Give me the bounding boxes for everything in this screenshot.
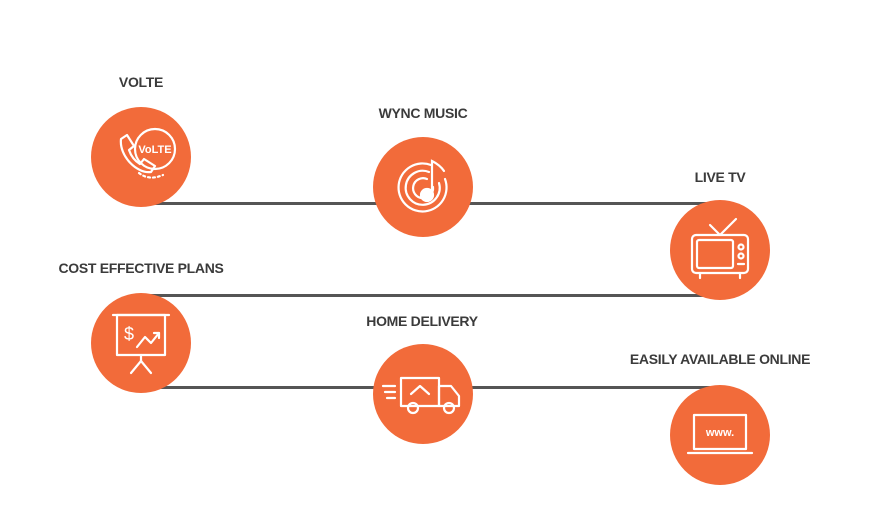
- feature-label-home-delivery: HOME DELIVERY: [366, 313, 478, 329]
- feature-circle-cost-effective-plans: $: [91, 293, 191, 393]
- volte-phone-icon: VoLTE: [119, 127, 177, 179]
- www-laptop-icon: www.: [686, 413, 754, 455]
- feature-circle-easily-available-online: www.: [670, 385, 770, 485]
- feature-label-wync-music: WYNC MUSIC: [378, 105, 468, 121]
- feature-label-live-tv: LIVE TV: [694, 169, 746, 185]
- feature-circle-home-delivery: [373, 344, 473, 444]
- tv-icon: [690, 217, 750, 280]
- www-text: www.: [705, 427, 734, 439]
- dollar-sign-text: $: [124, 324, 134, 344]
- presentation-chart-icon: $: [111, 313, 171, 375]
- feature-label-volte: VOLTE: [118, 74, 164, 90]
- feature-label-cost-effective-plans: COST EFFECTIVE PLANS: [58, 260, 224, 276]
- volte-badge-text: VoLTE: [138, 144, 171, 156]
- delivery-truck-icon: [381, 376, 461, 415]
- feature-label-easily-available-online: EASILY AVAILABLE ONLINE: [629, 351, 811, 367]
- feature-circle-volte: VoLTE: [91, 107, 191, 207]
- feature-circle-wync-music: [373, 137, 473, 237]
- music-disc-icon: [397, 159, 448, 213]
- feature-circle-live-tv: [670, 200, 770, 300]
- connector-line-row2: [140, 294, 720, 297]
